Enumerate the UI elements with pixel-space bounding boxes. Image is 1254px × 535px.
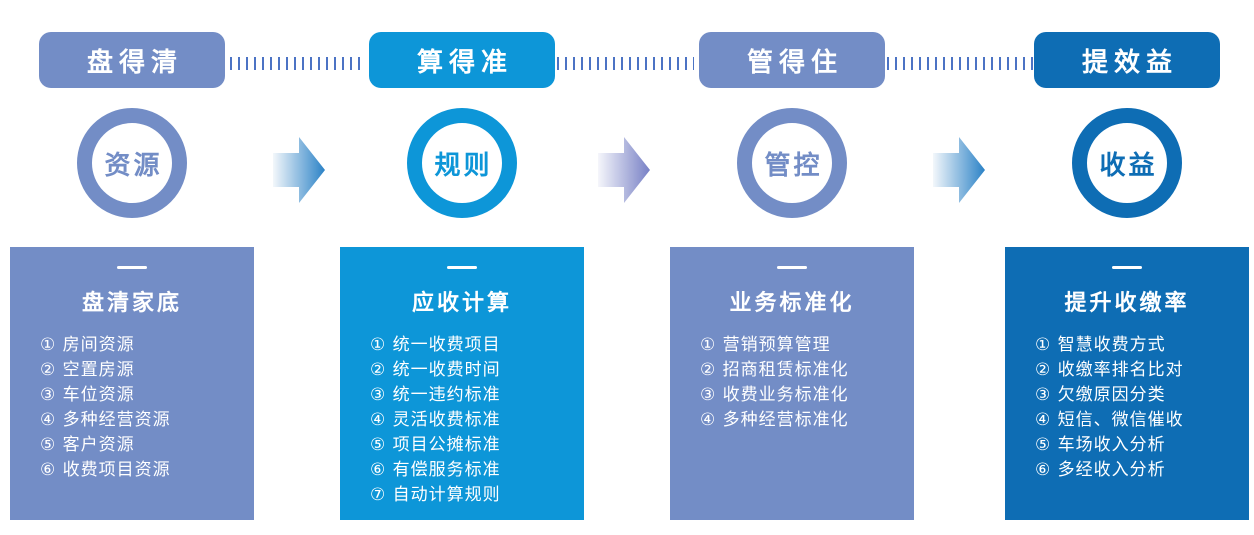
stage-circle: 规则 — [407, 108, 517, 218]
stage-pill: 提效益 — [1034, 32, 1220, 88]
card-item: ① 统一收费项目 — [370, 335, 501, 355]
stage-column-control: 管得住 管控 业务标准化 ① 营销预算管理 ② 招商租赁标准化 ③ 收费业务标准… — [670, 0, 914, 520]
stage-column-rules: 算得准 规则 应收计算 ① 统一收费项目 ② 统一收费时间 ③ 统一违约标准 ④… — [340, 0, 584, 520]
stage-circle-label: 规则 — [434, 150, 493, 181]
card-item: ④ 多种经营标准化 — [700, 410, 849, 430]
card-item: ② 招商租赁标准化 — [700, 360, 849, 380]
stage-column-revenue: 提效益 收益 提升收缴率 ① 智慧收费方式 ② 收缴率排名比对 ③ 欠缴原因分类… — [1005, 0, 1249, 520]
card-item: ② 收缴率排名比对 — [1035, 360, 1184, 380]
card-item-list: ① 统一收费项目 ② 统一收费时间 ③ 统一违约标准 ④ 灵活收费标准 ⑤ 项目… — [340, 333, 584, 508]
dotted-connector — [222, 57, 364, 70]
card-item: ④ 短信、微信催收 — [1035, 410, 1184, 430]
flow-arrow-icon — [598, 137, 650, 203]
card-title: 应收计算 — [411, 291, 512, 316]
flow-arrow-icon — [273, 137, 325, 203]
stage-circle-label: 管控 — [764, 150, 823, 181]
stage-card: 盘清家底 ① 房间资源 ② 空置房源 ③ 车位资源 ④ 多种经营资源 ⑤ 客户资… — [10, 247, 254, 520]
stage-circle: 管控 — [737, 108, 847, 218]
card-item-list: ① 智慧收费方式 ② 收缴率排名比对 ③ 欠缴原因分类 ④ 短信、微信催收 ⑤ … — [1005, 333, 1249, 483]
card-item: ② 空置房源 — [40, 360, 135, 380]
card-item: ③ 欠缴原因分类 — [1035, 385, 1166, 405]
stage-circle-label: 收益 — [1099, 150, 1158, 181]
stage-card: 应收计算 ① 统一收费项目 ② 统一收费时间 ③ 统一违约标准 ④ 灵活收费标准… — [340, 247, 584, 520]
card-item: ⑤ 客户资源 — [40, 435, 135, 455]
card-item: ④ 多种经营资源 — [40, 410, 171, 430]
card-item: ① 营销预算管理 — [700, 335, 831, 355]
dotted-connector — [557, 57, 694, 70]
title-dash — [1112, 266, 1142, 269]
title-dash — [447, 266, 477, 269]
stage-card: 业务标准化 ① 营销预算管理 ② 招商租赁标准化 ③ 收费业务标准化 ④ 多种经… — [670, 247, 914, 520]
card-item-list: ① 营销预算管理 ② 招商租赁标准化 ③ 收费业务标准化 ④ 多种经营标准化 — [670, 333, 914, 433]
card-item-list: ① 房间资源 ② 空置房源 ③ 车位资源 ④ 多种经营资源 ⑤ 客户资源 ⑥ 收… — [10, 333, 254, 483]
card-item: ⑦ 自动计算规则 — [370, 485, 501, 505]
card-item: ⑥ 收费项目资源 — [40, 460, 171, 480]
flow-arrow-icon — [933, 137, 985, 203]
stage-circle: 收益 — [1072, 108, 1182, 218]
card-item: ③ 收费业务标准化 — [700, 385, 849, 405]
title-dash — [777, 266, 807, 269]
card-item: ⑤ 项目公摊标准 — [370, 435, 501, 455]
stage-circle: 资源 — [77, 108, 187, 218]
card-item: ② 统一收费时间 — [370, 360, 501, 380]
card-title: 盘清家底 — [81, 291, 182, 316]
stage-column-resources: 盘得清 资源 盘清家底 ① 房间资源 ② 空置房源 ③ 车位资源 ④ 多种经营资… — [10, 0, 254, 520]
stage-circle-label: 资源 — [104, 150, 163, 181]
card-item: ③ 车位资源 — [40, 385, 135, 405]
card-item: ④ 灵活收费标准 — [370, 410, 501, 430]
stage-pill: 盘得清 — [39, 32, 225, 88]
card-title: 提升收缴率 — [1064, 291, 1190, 316]
card-item: ⑤ 车场收入分析 — [1035, 435, 1166, 455]
stage-card: 提升收缴率 ① 智慧收费方式 ② 收缴率排名比对 ③ 欠缴原因分类 ④ 短信、微… — [1005, 247, 1249, 520]
card-item: ⑥ 有偿服务标准 — [370, 460, 501, 480]
card-item: ① 房间资源 — [40, 335, 135, 355]
stage-pill: 算得准 — [369, 32, 555, 88]
stage-pill: 管得住 — [699, 32, 885, 88]
card-item: ⑥ 多经收入分析 — [1035, 460, 1166, 480]
title-dash — [117, 266, 147, 269]
card-item: ③ 统一违约标准 — [370, 385, 501, 405]
card-item: ① 智慧收费方式 — [1035, 335, 1166, 355]
dotted-connector — [887, 57, 1033, 70]
card-title: 业务标准化 — [729, 291, 855, 316]
